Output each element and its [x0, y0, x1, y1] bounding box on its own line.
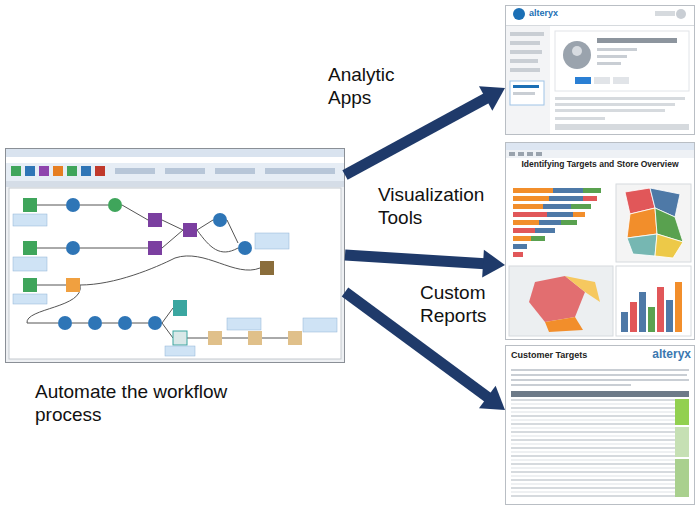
arrow-label: Analytic Apps: [328, 64, 428, 110]
report-title: Customer Targets: [511, 350, 621, 361]
arrow-label: Custom Reports: [420, 282, 502, 328]
dashboard-screenshot: [505, 142, 695, 340]
screenshot-panel: alteryx: [505, 5, 695, 135]
flow-arrow: [345, 250, 505, 278]
workflow-screenshot: [5, 148, 345, 363]
dashboard-title: Identifying Targets and Store Overview: [509, 159, 691, 169]
logo-text: alteryx: [529, 8, 599, 19]
report-screenshot: [505, 345, 695, 505]
screenshot-panel: Automate the workflow process: [5, 148, 345, 431]
caption-text: Automate the workflow process: [35, 381, 275, 427]
arrow-label: Visualization Tools: [378, 184, 500, 230]
logo-text: alteryx: [635, 347, 691, 361]
app-screenshot: [505, 5, 695, 135]
screenshot-panel: Identifying Targets and Store Overview: [505, 142, 695, 340]
screenshot-panel: Customer Targets alteryx: [505, 345, 695, 505]
